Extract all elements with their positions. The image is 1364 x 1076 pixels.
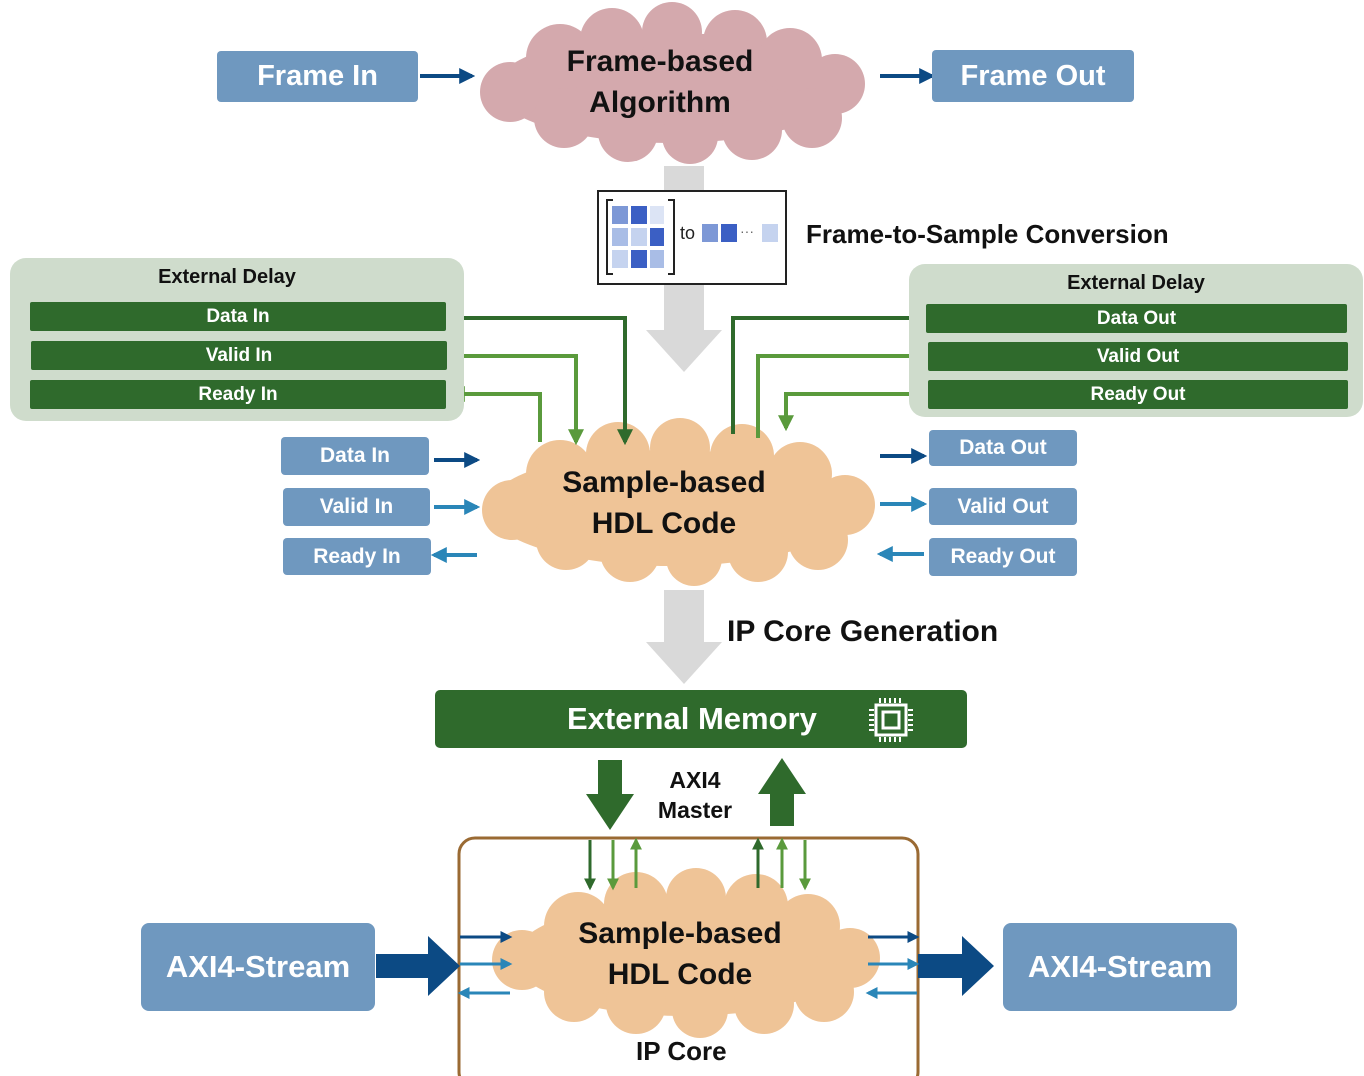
left-external-delay-title: External Delay	[158, 266, 296, 288]
ip-generation-flow-arrow	[646, 590, 722, 684]
hdl-cloud-middle	[482, 418, 875, 586]
ip-generation-label: IP Core Generation	[727, 615, 999, 648]
axi-stream-in-arrow	[376, 936, 460, 996]
right-delay-valid-out: Valid Out	[928, 342, 1348, 371]
chip-icon	[865, 695, 917, 753]
frame-to-sample-icon: to ···	[597, 190, 787, 285]
left-delay-data-in: Data In	[30, 302, 446, 331]
port-ready-in: Ready In	[283, 538, 431, 575]
axi-master-down-arrow	[586, 760, 634, 830]
external-memory-label: External Memory	[567, 701, 817, 736]
port-data-in: Data In	[281, 437, 429, 475]
icon-ellipsis: ···	[740, 223, 754, 239]
icon-to-text: to	[680, 223, 695, 243]
left-delay-ready-in: Ready In	[30, 380, 446, 409]
left-delay-valid-in: Valid In	[31, 341, 447, 370]
frame-out-box: Frame Out	[932, 50, 1134, 102]
right-external-delay-title: External Delay	[1067, 272, 1205, 294]
algorithm-cloud	[480, 2, 865, 164]
frame-in-box: Frame In	[217, 51, 418, 102]
axi-stream-out-arrow	[918, 936, 994, 996]
external-memory-box: External Memory	[435, 690, 967, 748]
port-valid-in: Valid In	[283, 488, 430, 526]
hdl-bottom-label: Sample-based HDL Code	[578, 917, 782, 991]
axi-master-label: AXI4 Master	[657, 767, 733, 823]
ip-core-label: IP Core	[636, 1036, 727, 1066]
axi-master-up-arrow	[758, 758, 806, 826]
algorithm-label: Frame-based Algorithm	[566, 45, 754, 119]
axi-stream-out-box: AXI4-Stream	[1003, 923, 1237, 1011]
port-ready-out: Ready Out	[929, 538, 1077, 576]
right-delay-ready-out: Ready Out	[928, 380, 1348, 409]
port-data-out: Data Out	[929, 430, 1077, 466]
port-valid-out: Valid Out	[929, 488, 1077, 525]
axi-stream-in-box: AXI4-Stream	[141, 923, 375, 1011]
right-delay-data-out: Data Out	[926, 304, 1347, 333]
hdl-cloud-bottom	[492, 868, 880, 1038]
conversion-label: Frame-to-Sample Conversion	[806, 219, 1169, 249]
hdl-middle-label: Sample-based HDL Code	[562, 466, 766, 540]
